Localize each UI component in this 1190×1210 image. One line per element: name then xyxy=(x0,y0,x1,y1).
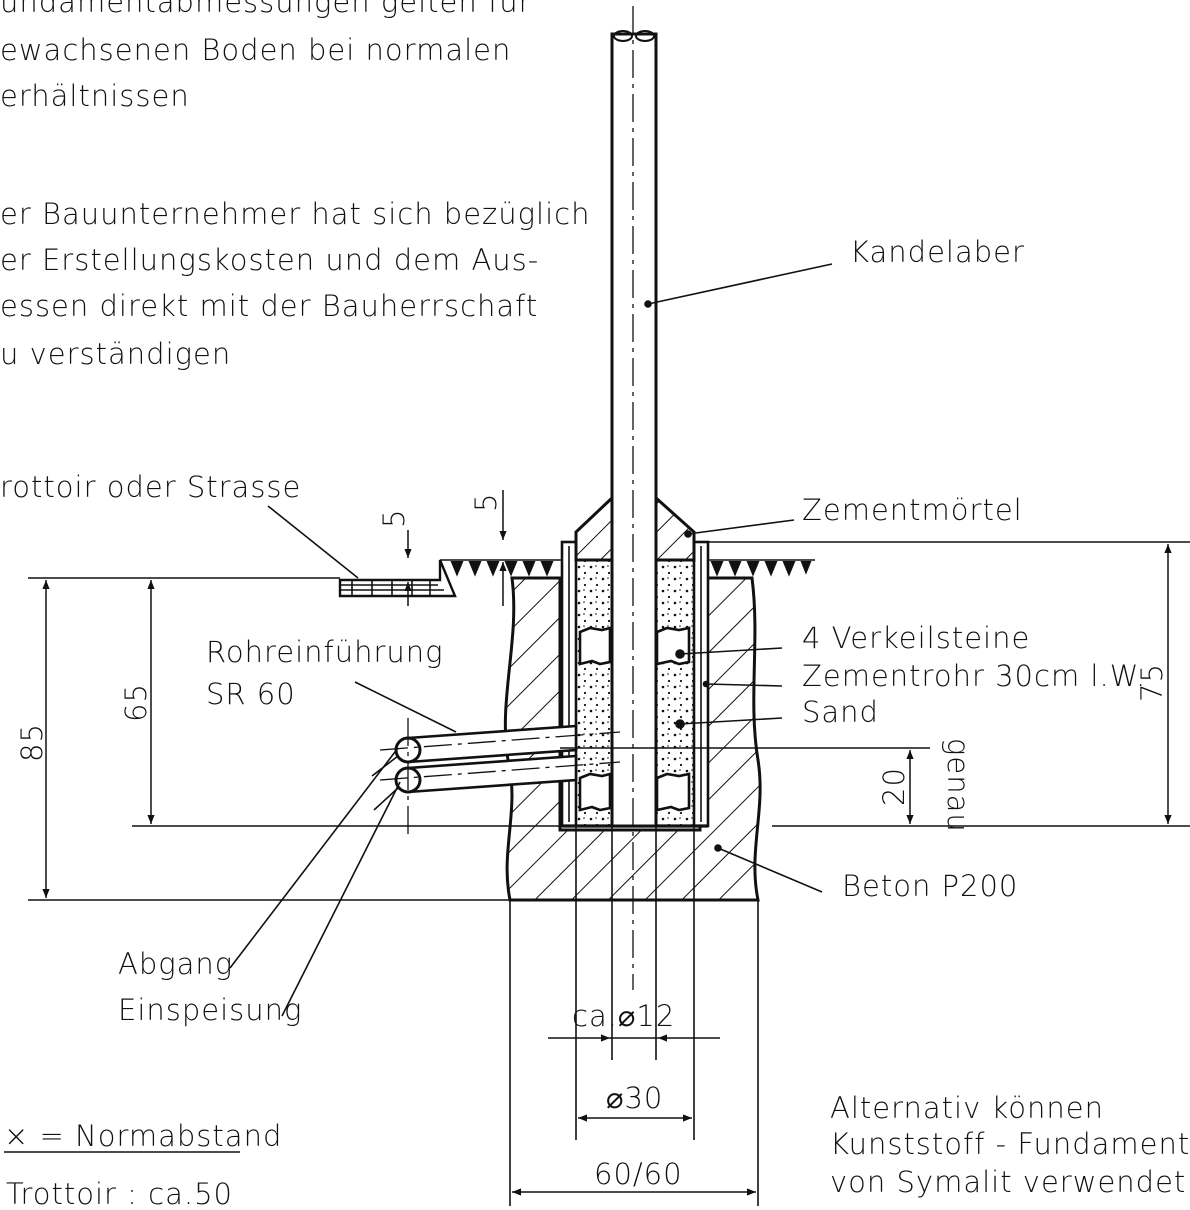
note-line-2: ewachsenen Boden bei normalen xyxy=(0,33,511,67)
label-genau: genau xyxy=(941,738,975,833)
dimension-lines xyxy=(42,490,1172,1196)
dim-6060: 60/60 xyxy=(594,1157,683,1191)
note-para2-line-1: er Bauunternehmer hat sich bezüglich xyxy=(0,197,590,231)
ground-surface xyxy=(440,559,815,577)
conduit-pipes xyxy=(379,718,621,834)
label-sr60: SR 60 xyxy=(206,677,296,711)
note-line-1: undamentabmessungen gelten für xyxy=(0,0,532,19)
note-para2-line-3: essen direkt mit der Bauherrschaft xyxy=(0,289,538,323)
note-line-3: erhältnissen xyxy=(0,79,190,113)
dim-75: 75 xyxy=(1135,663,1169,702)
alternative-line-1: Alternativ können xyxy=(830,1091,1104,1125)
legend-trottoir-value: Trottoir : ca.50 xyxy=(6,1177,233,1210)
label-rohreinfuehrung: Rohreinführung xyxy=(206,635,444,669)
dim-85: 85 xyxy=(15,723,49,762)
note-para2-line-2: er Erstellungskosten und dem Aus- xyxy=(0,243,539,277)
dim-5-right: 5 xyxy=(469,493,503,512)
note-para2-line-4: u verständigen xyxy=(0,337,231,371)
alternative-line-3: von Symalit verwendet we xyxy=(830,1165,1190,1199)
label-sand: Sand xyxy=(802,695,879,729)
dim-5-left: 5 xyxy=(377,509,411,528)
legend-normabstand: × = Normabstand xyxy=(4,1119,282,1153)
wedge-stones xyxy=(578,626,691,812)
lamp-post xyxy=(610,30,658,828)
dim-20: 20 xyxy=(877,767,911,806)
label-zementmoertel: Zementmörtel xyxy=(802,493,1023,527)
dim-12: ca.⌀12 xyxy=(572,999,675,1033)
pavement xyxy=(28,559,457,598)
label-abgang: Abgang xyxy=(118,947,233,981)
label-kandelaber: Kandelaber xyxy=(850,235,1025,269)
leader-lines xyxy=(229,263,833,1017)
alternative-line-2: Kunststoff - Fundamentr xyxy=(830,1127,1190,1161)
label-zementrohr: Zementrohr 30cm l.W. xyxy=(802,659,1146,693)
label-beton: Beton P200 xyxy=(842,869,1018,903)
dim-65: 65 xyxy=(119,683,153,722)
dim-30: ⌀30 xyxy=(606,1081,663,1115)
label-einspeisung: Einspeisung xyxy=(118,993,302,1027)
label-verkeilsteine: 4 Verkeilsteine xyxy=(802,621,1030,655)
label-trottoir: rottoir oder Strasse xyxy=(0,470,301,504)
